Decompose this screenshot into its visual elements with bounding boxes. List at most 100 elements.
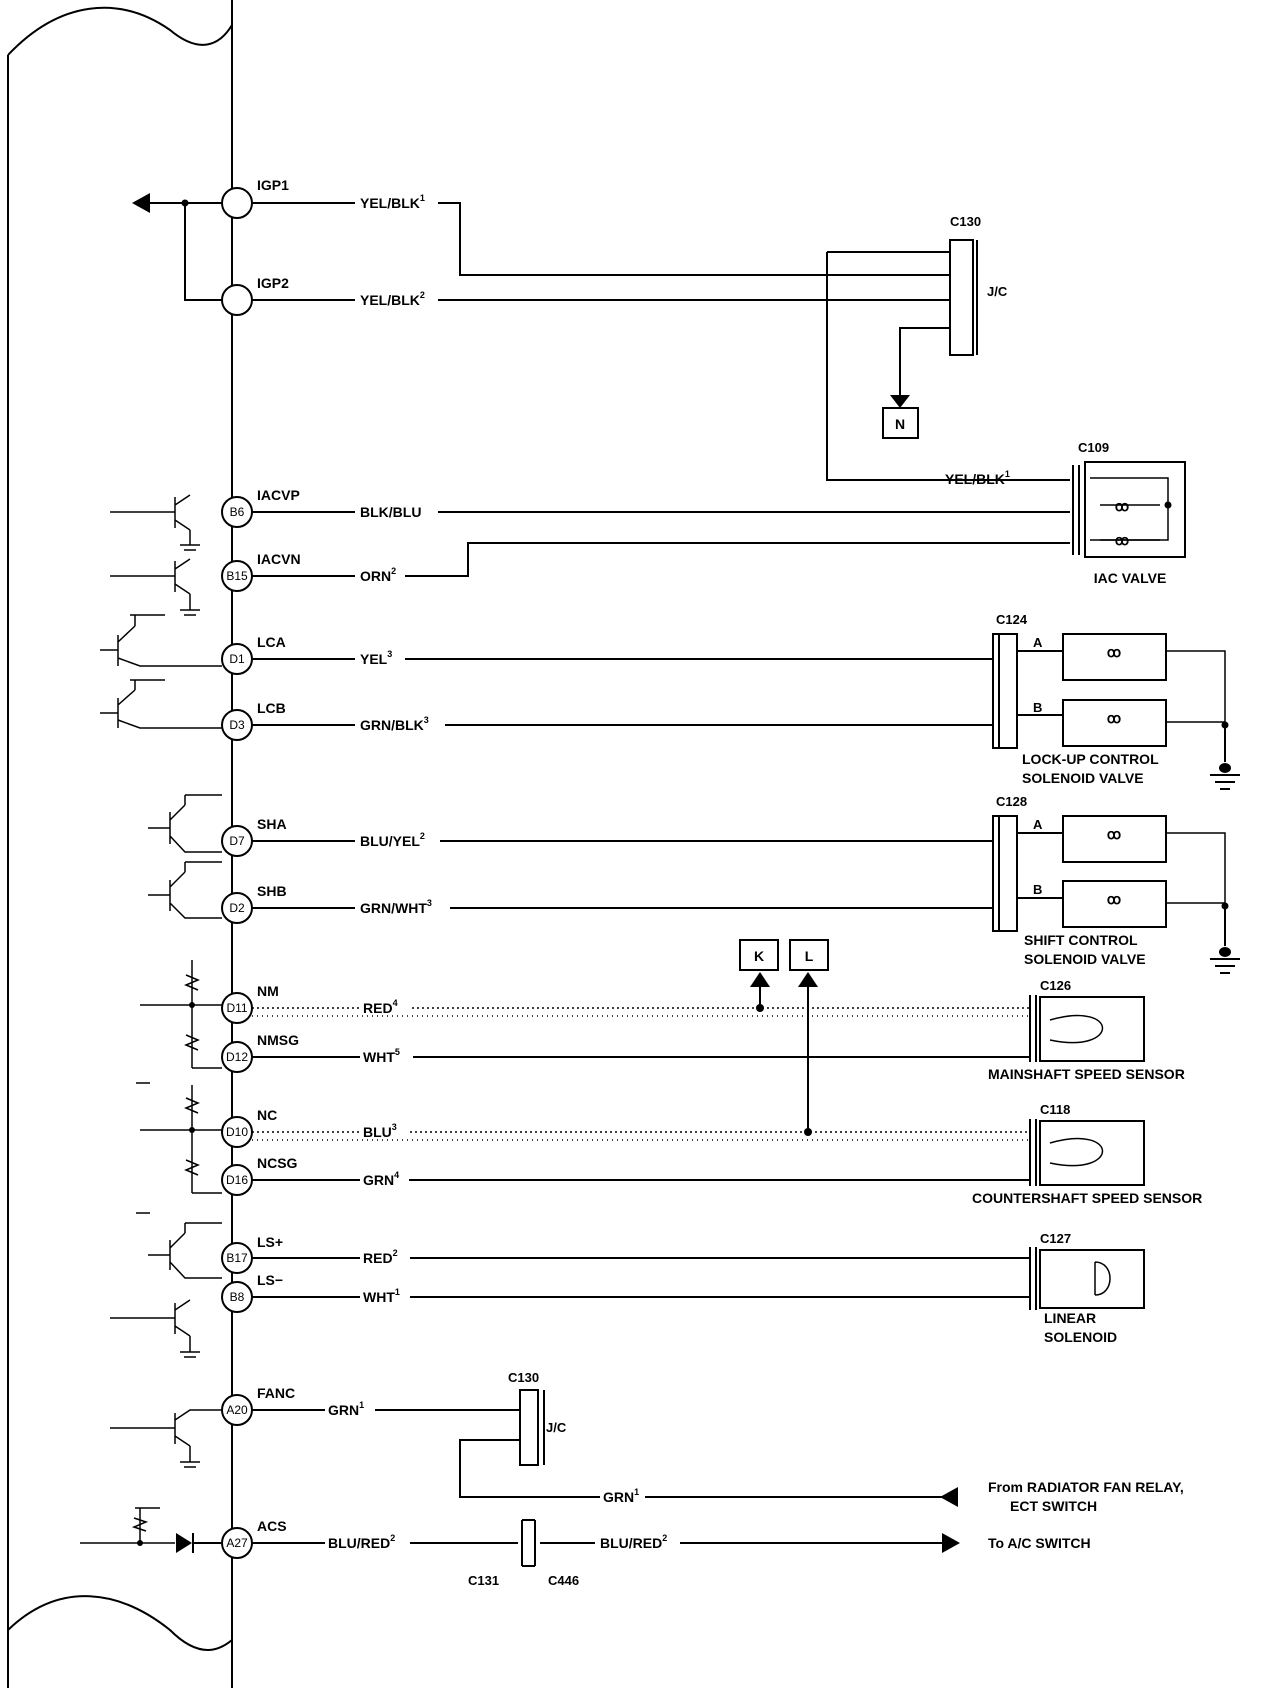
pin-circles bbox=[221, 187, 253, 1559]
pin-b6: B6 bbox=[230, 505, 245, 519]
pin-d2: D2 bbox=[229, 901, 245, 915]
shift-label-1: SHIFT CONTROL bbox=[1024, 932, 1138, 948]
terminal-sc-a: A bbox=[1033, 817, 1043, 832]
wire-iacvp: BLK/BLU bbox=[360, 504, 421, 520]
signal-nm: NM bbox=[257, 983, 279, 999]
linear-solenoid-circuit bbox=[252, 1247, 1145, 1310]
ref-l: L bbox=[805, 948, 814, 964]
svg-text:ꝏ: ꝏ bbox=[1115, 532, 1129, 548]
svg-text:ꝏ: ꝏ bbox=[1107, 826, 1121, 842]
pin-b17: B17 bbox=[226, 1251, 248, 1265]
jc-top-label: J/C bbox=[987, 284, 1008, 299]
signal-fanc: FANC bbox=[257, 1385, 295, 1401]
pin-d12: D12 bbox=[226, 1050, 248, 1064]
svg-text:ꝏ: ꝏ bbox=[1107, 710, 1121, 726]
svg-text:ꝏ: ꝏ bbox=[1107, 891, 1121, 907]
ref-k: K bbox=[754, 948, 764, 964]
signal-nmsg: NMSG bbox=[257, 1032, 299, 1048]
pin-a27: A27 bbox=[226, 1536, 248, 1550]
ecm-outline bbox=[7, 0, 233, 1688]
svg-text:YEL/BLK1: YEL/BLK1 bbox=[945, 469, 1010, 487]
signal-nc: NC bbox=[257, 1107, 277, 1123]
iac-valve-label: IAC VALVE bbox=[1094, 570, 1167, 586]
shift-circuit bbox=[252, 815, 1240, 974]
signal-lcb: LCB bbox=[257, 700, 286, 716]
shift-label-2: SOLENOID VALVE bbox=[1024, 951, 1146, 967]
svg-text:WHT5: WHT5 bbox=[363, 1047, 400, 1065]
wire-nc: BLU bbox=[363, 1124, 392, 1140]
wire-shb: GRN/WHT bbox=[360, 900, 427, 916]
connector-c127: C127 bbox=[1040, 1231, 1071, 1246]
svg-text:GRN/WHT3: GRN/WHT3 bbox=[360, 898, 432, 916]
signal-igp2: IGP2 bbox=[257, 275, 289, 291]
svg-text:GRN1: GRN1 bbox=[603, 1487, 639, 1505]
mainshaft-label: MAINSHAFT SPEED SENSOR bbox=[988, 1066, 1185, 1082]
fan-relay-note-2: ECT SWITCH bbox=[1010, 1498, 1097, 1514]
wire-acs: BLU/RED bbox=[328, 1535, 390, 1551]
svg-text:YEL/BLK2: YEL/BLK2 bbox=[360, 290, 425, 308]
signal-ls-plus: LS+ bbox=[257, 1234, 283, 1250]
wire-iac-feed: YEL/BLK bbox=[945, 471, 1005, 487]
connector-c124: C124 bbox=[996, 612, 1028, 627]
connector-c446: C446 bbox=[548, 1573, 579, 1588]
wire-igp2: YEL/BLK bbox=[360, 292, 420, 308]
wire-nm: RED bbox=[363, 1000, 393, 1016]
signal-igp1: IGP1 bbox=[257, 177, 289, 193]
lockup-label-1: LOCK-UP CONTROL bbox=[1022, 751, 1159, 767]
jc-bottom-label: J/C bbox=[546, 1420, 567, 1435]
svg-text:BLU/RED2: BLU/RED2 bbox=[328, 1533, 395, 1551]
lockup-label-2: SOLENOID VALVE bbox=[1022, 770, 1144, 786]
lockup-circuit bbox=[252, 633, 1240, 790]
ac-switch-note: To A/C SWITCH bbox=[988, 1535, 1091, 1551]
svg-text:BLU3: BLU3 bbox=[363, 1122, 397, 1140]
ref-n: N bbox=[895, 416, 905, 432]
connector-c109: C109 bbox=[1078, 440, 1109, 455]
wire-sha: BLU/YEL bbox=[360, 833, 420, 849]
pin-d3: D3 bbox=[229, 718, 245, 732]
pin-d16: D16 bbox=[226, 1173, 248, 1187]
wire-ls-plus: RED bbox=[363, 1250, 393, 1266]
wire-ac-switch: BLU/RED bbox=[600, 1535, 662, 1551]
pin-a20: A20 bbox=[226, 1403, 248, 1417]
wire-igp1: YEL/BLK bbox=[360, 195, 420, 211]
pin-b15: B15 bbox=[226, 569, 248, 583]
svg-text:BLU/YEL2: BLU/YEL2 bbox=[360, 831, 425, 849]
svg-text:ꝏ: ꝏ bbox=[1115, 498, 1129, 514]
wire-ncsg: GRN bbox=[363, 1172, 394, 1188]
wire-ls-minus: WHT bbox=[363, 1289, 395, 1305]
signal-lca: LCA bbox=[257, 634, 286, 650]
connector-c126: C126 bbox=[1040, 978, 1071, 993]
signal-sha: SHA bbox=[257, 816, 287, 832]
linear-label-2: SOLENOID bbox=[1044, 1329, 1117, 1345]
svg-text:BLK/BLU: BLK/BLU bbox=[360, 504, 421, 520]
svg-text:RED2: RED2 bbox=[363, 1248, 398, 1266]
terminal-lc-a: A bbox=[1033, 635, 1043, 650]
signal-ncsg: NCSG bbox=[257, 1155, 298, 1171]
svg-text:YEL3: YEL3 bbox=[360, 649, 392, 667]
pin-d1: D1 bbox=[229, 652, 245, 666]
wire-lca: YEL bbox=[360, 651, 388, 667]
iac-circuit bbox=[252, 461, 1186, 577]
wire-lcb: GRN/BLK bbox=[360, 717, 424, 733]
linear-label-1: LINEAR bbox=[1044, 1310, 1096, 1326]
signal-iacvp: IACVP bbox=[257, 487, 300, 503]
pin-d11: D11 bbox=[226, 1001, 247, 1015]
svg-text:RED4: RED4 bbox=[363, 998, 398, 1016]
fan-ac-circuit bbox=[252, 1389, 960, 1567]
connector-c128: C128 bbox=[996, 794, 1027, 809]
connector-c131: C131 bbox=[468, 1573, 499, 1588]
fan-relay-note-1: From RADIATOR FAN RELAY, bbox=[988, 1479, 1184, 1495]
svg-text:GRN/BLK3: GRN/BLK3 bbox=[360, 715, 429, 733]
ecm-drivers bbox=[80, 494, 222, 1544]
pin-d7: D7 bbox=[229, 834, 245, 848]
pin-b8: B8 bbox=[230, 1290, 245, 1304]
wire-fanc: GRN bbox=[328, 1402, 359, 1418]
speed-sensor-circuit bbox=[252, 939, 1145, 1186]
svg-text:GRN4: GRN4 bbox=[363, 1170, 399, 1188]
svg-text:YEL/BLK1: YEL/BLK1 bbox=[360, 193, 425, 211]
signal-shb: SHB bbox=[257, 883, 287, 899]
wire-iacvn: ORN bbox=[360, 568, 391, 584]
svg-text:ORN2: ORN2 bbox=[360, 566, 396, 584]
wire-fan-relay: GRN bbox=[603, 1489, 634, 1505]
